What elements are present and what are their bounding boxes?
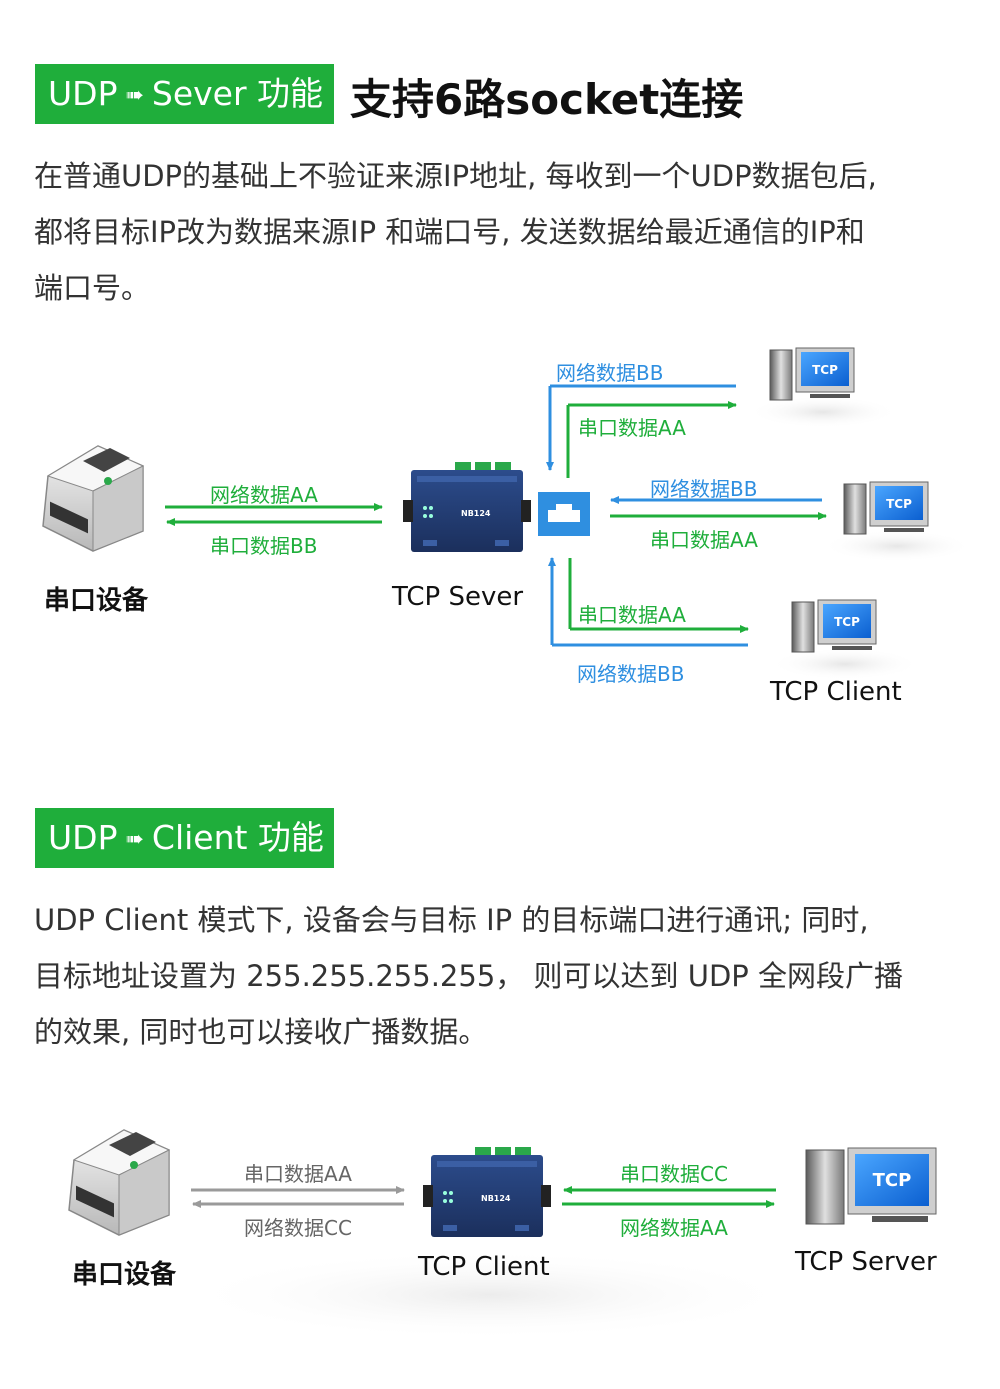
- description-line: 目标地址设置为 255.255.255.255， 则可以达到 UDP 全网段广播: [34, 959, 903, 993]
- nb124-device-icon: NB124: [423, 1147, 551, 1237]
- screen-text: TCP: [873, 1170, 912, 1191]
- device-caption: 串口设备: [72, 1260, 177, 1290]
- serial-device-icon: [42, 445, 145, 552]
- flow-label: 串口数据CC: [620, 1162, 728, 1186]
- badge-mode: Sever 功能: [151, 74, 324, 113]
- flow-label: 网络数据BB: [577, 662, 685, 686]
- server-caption: TCP Server: [795, 1247, 937, 1277]
- device-caption: 串口设备: [44, 586, 149, 616]
- description-line: 都将目标IP改为数据来源IP 和端口号, 发送数据给最近通信的IP和: [34, 215, 865, 249]
- screen-text: TCP: [834, 615, 860, 629]
- screen-text: TCP: [812, 363, 838, 377]
- section2-description: UDP Client 模式下, 设备会与目标 IP 的目标端口进行通讯; 同时,…: [34, 892, 969, 1060]
- badge-protocol: UDP: [48, 74, 118, 113]
- computer-icon: TCP: [770, 599, 920, 680]
- computer-icon: TCP: [805, 1147, 937, 1225]
- description-line: UDP Client 模式下, 设备会与目标 IP 的目标端口进行通讯; 同时,: [34, 903, 869, 937]
- flow-label: 网络数据CC: [244, 1216, 352, 1240]
- computer-icon: TCP: [822, 481, 972, 562]
- network-switch-icon: [538, 492, 590, 536]
- section1-diagram: NB124 TCP TCP TCP: [42, 347, 972, 680]
- flow-label: 网络数据AA: [210, 483, 318, 507]
- flow-label: 串口数据BB: [210, 534, 318, 558]
- section2-badge: UDP ➠ Client 功能: [35, 808, 334, 868]
- device-brand-text: NB124: [481, 1194, 511, 1203]
- serial-device-icon: [68, 1129, 171, 1236]
- device-brand-text: NB124: [461, 509, 491, 518]
- flow-label: 网络数据BB: [650, 477, 758, 501]
- nb124-device-icon: NB124: [403, 462, 531, 552]
- client-caption: TCP Client: [418, 1252, 550, 1282]
- arrow-right-icon: ➠: [125, 827, 144, 852]
- flow-label: 串口数据AA: [650, 528, 758, 552]
- screen-text: TCP: [886, 497, 912, 511]
- client-caption: TCP Client: [770, 677, 902, 707]
- description-line: 的效果, 同时也可以接收广播数据。: [34, 1015, 488, 1049]
- flow-label: 网络数据BB: [556, 361, 664, 385]
- description-line: 在普通UDP的基础上不验证来源IP地址, 每收到一个UDP数据包后,: [34, 159, 877, 193]
- section1-headline: 支持6路socket连接: [350, 75, 744, 124]
- badge-mode: Client 功能: [151, 818, 324, 857]
- server-caption: TCP Sever: [392, 582, 524, 612]
- flow-label: 串口数据AA: [244, 1162, 352, 1186]
- flow-label: 串口数据AA: [578, 416, 686, 440]
- flow-label: 网络数据AA: [620, 1216, 728, 1240]
- description-line: 端口号。: [34, 271, 151, 305]
- flow-label: 串口数据AA: [578, 603, 686, 627]
- arrow-right-icon: ➠: [125, 83, 144, 108]
- badge-protocol: UDP: [48, 818, 118, 857]
- section1-badge: UDP ➠ Sever 功能: [35, 64, 334, 124]
- computer-icon: TCP: [748, 347, 898, 428]
- section1-description: 在普通UDP的基础上不验证来源IP地址, 每收到一个UDP数据包后, 都将目标I…: [34, 148, 969, 316]
